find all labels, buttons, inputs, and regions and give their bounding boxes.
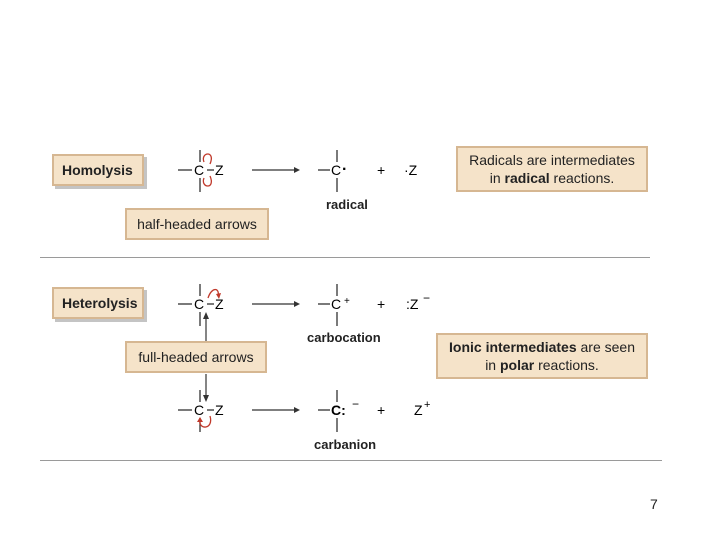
carbanion-carbon: C: bbox=[331, 402, 346, 418]
heterolysis-note-line2a: in bbox=[485, 357, 500, 373]
plus-sign: + bbox=[377, 402, 385, 418]
homolysis-title-box: Homolysis bbox=[52, 154, 144, 186]
heterolysis-title: Heterolysis bbox=[62, 295, 138, 311]
page-number: 7 bbox=[650, 496, 658, 512]
product-carbon: C bbox=[331, 162, 341, 178]
curved-full-arrow-icon bbox=[199, 415, 212, 428]
z-cation-charge: + bbox=[424, 399, 430, 411]
heterolysis-equation-2: C Z C: − + Z + bbox=[178, 390, 430, 432]
homolysis-note-line2a: in bbox=[489, 170, 505, 186]
reactant-carbon: C bbox=[194, 296, 204, 312]
full-headed-arrows-box: full-headed arrows bbox=[125, 341, 267, 373]
heterolysis-title-box: Heterolysis bbox=[52, 287, 144, 319]
half-headed-arrows-box: half-headed arrows bbox=[125, 208, 269, 240]
heterolysis-note-line2b: polar bbox=[499, 357, 535, 373]
divider-top bbox=[40, 257, 650, 258]
homolysis-note-line2b: radical bbox=[504, 170, 550, 186]
half-headed-arrows-label: half-headed arrows bbox=[137, 216, 257, 232]
homolysis-note-line1: Radicals are intermediates bbox=[469, 152, 635, 168]
plus-sign: + bbox=[377, 296, 385, 312]
heterolysis-equation-1: C Z C + + :Z − bbox=[178, 284, 430, 326]
full-headed-arrows-label: full-headed arrows bbox=[138, 349, 254, 365]
homolysis-note-box: Radicals are intermediates in radical re… bbox=[456, 146, 648, 192]
radical-dot: · bbox=[342, 161, 347, 178]
homolysis-title: Homolysis bbox=[62, 162, 133, 178]
reactant-z: Z bbox=[215, 296, 224, 312]
z-cation: Z bbox=[414, 402, 423, 418]
pointer-arrows bbox=[203, 312, 209, 402]
reactant-z: Z bbox=[215, 162, 224, 178]
carbocation-carbon: C bbox=[331, 296, 341, 312]
homolysis-note-line2c: reactions. bbox=[549, 170, 615, 186]
divider-bottom bbox=[40, 460, 662, 461]
carbocation-label: carbocation bbox=[307, 330, 381, 345]
carbanion-label: carbanion bbox=[314, 437, 377, 452]
homolysis-equation: C Z C · + ·Z bbox=[178, 150, 418, 192]
carbocation-charge: + bbox=[344, 296, 350, 307]
z-anion-charge: − bbox=[423, 291, 430, 305]
plus-sign: + bbox=[377, 162, 385, 178]
heterolysis-note-line1a: Ionic intermediates bbox=[449, 339, 577, 355]
reactant-carbon: C bbox=[194, 162, 204, 178]
z-anion: :Z bbox=[406, 296, 419, 312]
heterolysis-note-box: Ionic intermediates are seen in polar re… bbox=[436, 333, 648, 379]
z-radical: ·Z bbox=[404, 162, 418, 178]
reactant-z: Z bbox=[215, 402, 224, 418]
curved-half-arrow-icon bbox=[202, 153, 212, 165]
reactant-carbon: C bbox=[194, 402, 204, 418]
heterolysis-note-line2c: reactions. bbox=[534, 357, 599, 373]
carbanion-charge: − bbox=[352, 397, 359, 411]
radical-label: radical bbox=[326, 197, 368, 212]
curved-half-arrow-icon bbox=[202, 175, 212, 187]
heterolysis-note-line1b: are seen bbox=[576, 339, 635, 355]
